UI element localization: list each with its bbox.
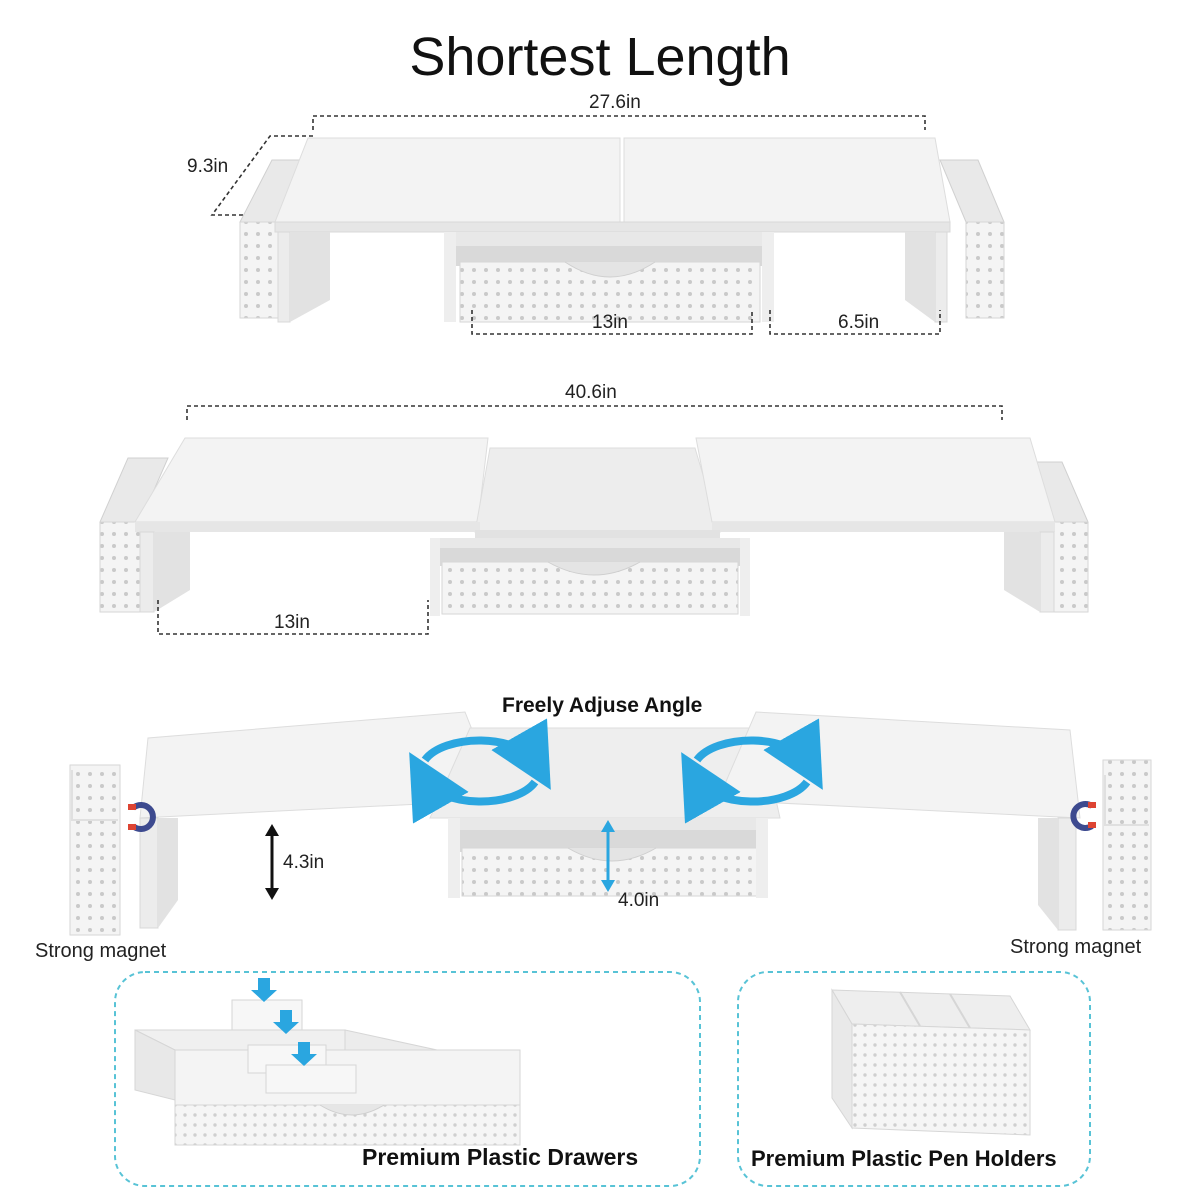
stand-short (210, 115, 1005, 335)
insert-arrow-icon (251, 978, 317, 1066)
leg-dimension: 6.5in (838, 312, 880, 333)
height-arrow-left-icon (265, 824, 279, 900)
magnet-label-right: Strong magnet (1010, 936, 1142, 958)
width-dimension-long: 40.6in (565, 382, 617, 403)
drawer-dimension: 13in (592, 312, 628, 333)
height-drawer-dimension: 4.0in (618, 890, 660, 911)
magnet-icon-right (1070, 801, 1096, 831)
height-left-dimension: 4.3in (283, 852, 325, 873)
span-dimension: 13in (274, 612, 310, 633)
rotate-arrows-left-icon (409, 718, 551, 824)
page-title: Shortest Length (409, 27, 791, 87)
stand-angled (69, 711, 1152, 936)
height-arrow-drawer-icon (601, 820, 615, 892)
width-dimension-short: 27.6in (589, 92, 641, 113)
pen-holder-panel (737, 971, 1091, 1187)
pen-holders-caption: Premium Plastic Pen Holders (751, 1146, 1057, 1171)
rotate-arrows-right-icon (681, 718, 823, 824)
angle-heading: Freely Adjuse Angle (502, 694, 703, 717)
drawers-panel (114, 971, 701, 1187)
depth-dimension: 9.3in (187, 156, 229, 177)
stand-extended (99, 405, 1089, 635)
magnet-icon-left (128, 802, 156, 832)
magnet-label-left: Strong magnet (35, 940, 167, 962)
drawers-caption: Premium Plastic Drawers (362, 1144, 639, 1170)
